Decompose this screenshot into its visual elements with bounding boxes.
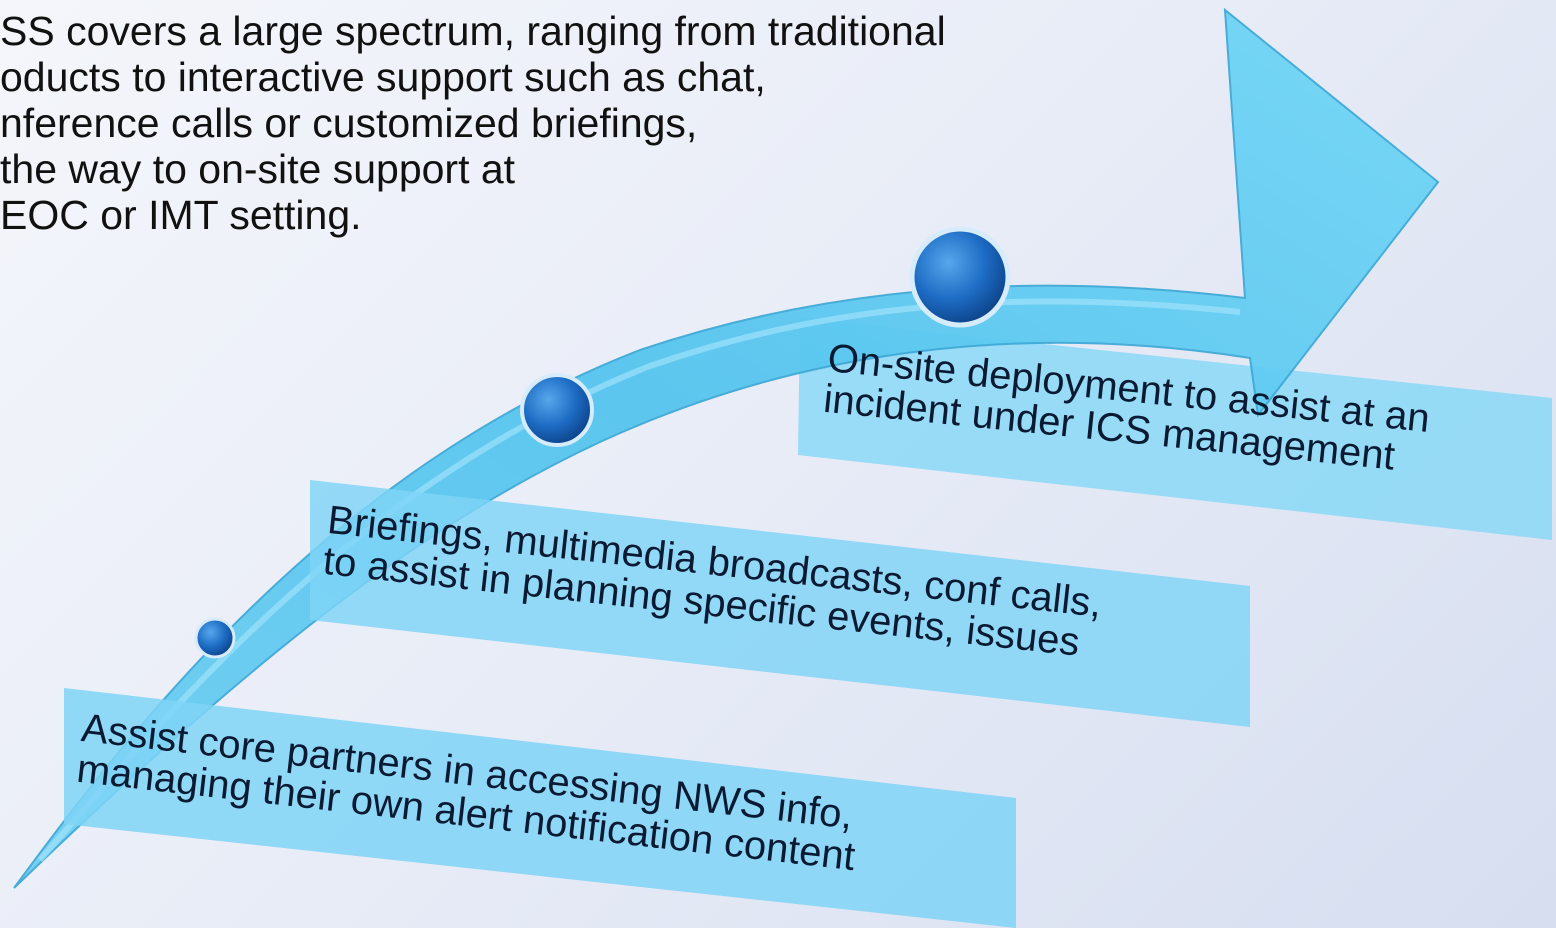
step-2-panel: [310, 480, 1250, 727]
intro-line: SS covers a large spectrum, ranging from…: [0, 8, 946, 54]
intro-text: SS covers a large spectrum, ranging from…: [0, 8, 1120, 238]
milestone-2-marker: [520, 373, 594, 447]
intro-line: the way to on-site support at: [0, 146, 516, 192]
intro-line: EOC or IMT setting.: [0, 192, 362, 238]
milestone-3-marker: [909, 226, 1011, 328]
step-1-panel: [64, 688, 1016, 928]
intro-line: oducts to interactive support such as ch…: [0, 54, 766, 100]
intro-line: nference calls or customized briefings,: [0, 100, 698, 146]
step-3-panel: [798, 318, 1552, 540]
milestone-1-marker: [194, 617, 236, 659]
